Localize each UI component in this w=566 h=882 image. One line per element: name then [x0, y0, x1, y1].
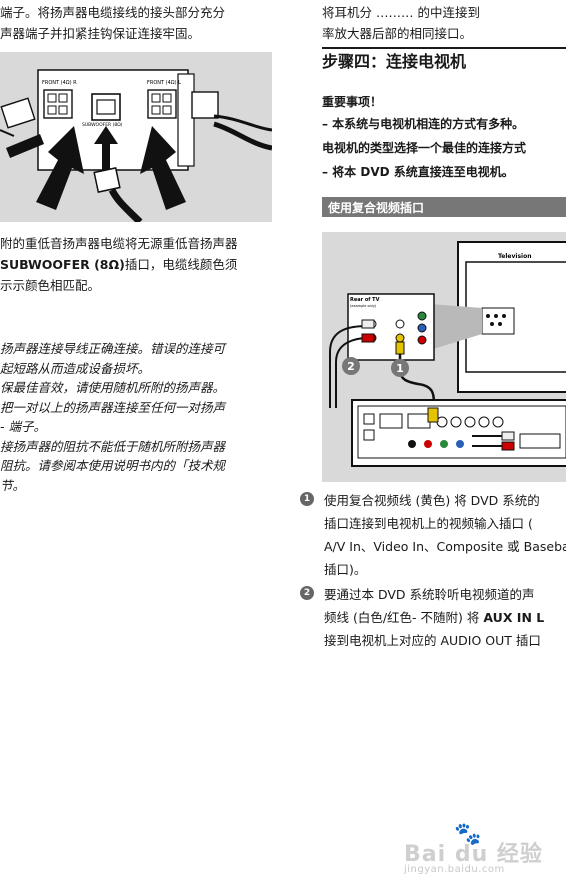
- panel-label-subwoofer: SUBWOOFER (8Ω): [82, 122, 123, 128]
- note-line: 扬声器连接导线正确连接。错误的连接可: [0, 341, 226, 356]
- section-bar: 使用复合视频插口: [322, 197, 566, 217]
- callout-1: [391, 359, 409, 377]
- text-line: 接到电视机上对应的 AUDIO OUT 插口: [324, 633, 541, 648]
- text-line: 插口连接到电视机上的视频输入插口 (: [324, 516, 533, 531]
- yellow-plug-tv: [395, 341, 405, 355]
- text-line: 声器端子并扣紧挂钩保证连接牢固。: [0, 26, 201, 41]
- notes-heading: 重要事项！: [322, 95, 383, 109]
- note-line: – 将本 DVD 系统直接连至电视机。: [322, 165, 514, 179]
- dvd-rear-panel: [351, 399, 566, 467]
- arrow-left: [36, 126, 84, 210]
- left-intro-text: 端子。将扬声器电缆接线的接头部分充分 声器端子并扣紧挂钩保证连接牢固。: [0, 2, 275, 44]
- red-plug: [361, 333, 375, 343]
- note-line: 节。: [0, 477, 26, 493]
- note-line: 电视机的类型选择一个最佳的连接方式: [322, 141, 527, 155]
- text-line: 端子。将扬声器电缆接线的接头部分充分: [0, 5, 226, 20]
- step-number-badge: 2: [300, 586, 314, 600]
- tv-label: Television: [498, 253, 531, 260]
- watermark-url: jingyan.baidu.com: [404, 864, 505, 875]
- step-heading: 步骤四：连接电视机: [322, 52, 467, 71]
- callout-2: [342, 357, 360, 375]
- arrow-up: [94, 126, 118, 170]
- svg-text:1: 1: [396, 362, 404, 375]
- baidu-watermark: 🐾 Bai du 经验 jingyan.baidu.com: [398, 822, 558, 882]
- paw-icon: 🐾: [454, 822, 482, 847]
- note-line: 保最佳音效，请使用随机所附的扬声器。: [0, 380, 226, 395]
- aux-in-label: AUX IN L: [483, 610, 545, 625]
- rear-of-tv-label: Rear of TV: [350, 297, 380, 303]
- text-line: 率放大器后部的相同接口。: [322, 26, 473, 41]
- note-line: 起短路从而造成设备损坏。: [0, 360, 151, 376]
- text-line: SUBWOOFER (8Ω)插口，电缆线颜色须: [0, 257, 238, 272]
- text-line: 频线 (白色/红色- 不随附) 将 AUX IN L: [324, 610, 545, 625]
- note-line: – 本系统与电视机相连的方式有多种。: [322, 117, 525, 131]
- text-line: 要通过本 DVD 系统聆听电视频道的声: [324, 587, 535, 602]
- yellow-plug-dvd: [427, 407, 439, 423]
- left-notes: 扬声器连接导线正确连接。错误的连接可 起短路从而造成设备损坏。 保最佳音效，请使…: [0, 339, 275, 495]
- important-notes: – 本系统与电视机相连的方式有多种。 电视机的类型选择一个最佳的连接方式 – 将…: [322, 112, 526, 184]
- tv-connection-illustration: Television Rear of TV (example only) 2 1: [329, 241, 566, 467]
- panel-label-front-r: FRONT (4Ω) R: [42, 80, 77, 86]
- speaker-plug-right: [191, 91, 272, 151]
- speaker-plug-left: [0, 97, 44, 158]
- note-line: 阻抗。请参阅本使用说明书内的「技术规: [0, 458, 226, 473]
- svg-text:2: 2: [347, 360, 355, 373]
- arrow-right: [140, 126, 186, 210]
- text-line: 使用复合视频线 (黄色) 将 DVD 系统的: [324, 493, 540, 508]
- text-line: 插口)。: [324, 562, 367, 577]
- step-number-badge: 1: [300, 492, 314, 506]
- rear-of-tv-sub: (example only): [350, 304, 377, 308]
- note-line: - 端子。: [0, 419, 46, 434]
- right-intro-text: 将耳机分 ……… 的中连接到 率放大器后部的相同接口。: [322, 2, 566, 44]
- subwoofer-paragraph: 附的重低音扬声器电缆将无源重低音扬声器 SUBWOOFER (8Ω)插口，电缆线…: [0, 233, 275, 296]
- text-line: 示示颜色相匹配。: [0, 278, 101, 293]
- section-divider: [322, 47, 566, 49]
- section-title: 使用复合视频插口: [328, 201, 425, 215]
- text-line: 附的重低音扬声器电缆将无源重低音扬声器: [0, 236, 238, 251]
- tv-connection-figure: Television Rear of TV (example only) 2 1: [322, 232, 566, 482]
- watermark-text: Bai du 经验: [404, 842, 543, 867]
- subwoofer-socket: [91, 93, 121, 121]
- note-line: 接扬声器的阻抗不能低于随机所附扬声器: [0, 438, 226, 454]
- white-plug: [361, 319, 375, 329]
- speaker-connection-figure: FRONT (4Ω) R FRONT (4Ω) L SUBWOOFER (8Ω): [0, 52, 272, 222]
- speaker-connection-illustration: FRONT (4Ω) R FRONT (4Ω) L SUBWOOFER (8Ω): [0, 69, 272, 222]
- subwoofer-plug: [93, 167, 121, 193]
- subwoofer-label: SUBWOOFER (8Ω): [0, 257, 125, 272]
- text-line: A/V In、Video In、Composite 或 Baseba: [324, 539, 566, 554]
- panel-label-front-l: FRONT (4Ω) L: [147, 80, 181, 86]
- text-line: 将耳机分 ……… 的中连接到: [322, 5, 480, 20]
- note-line: 把一对以上的扬声器连接至任何一对扬声: [0, 399, 226, 415]
